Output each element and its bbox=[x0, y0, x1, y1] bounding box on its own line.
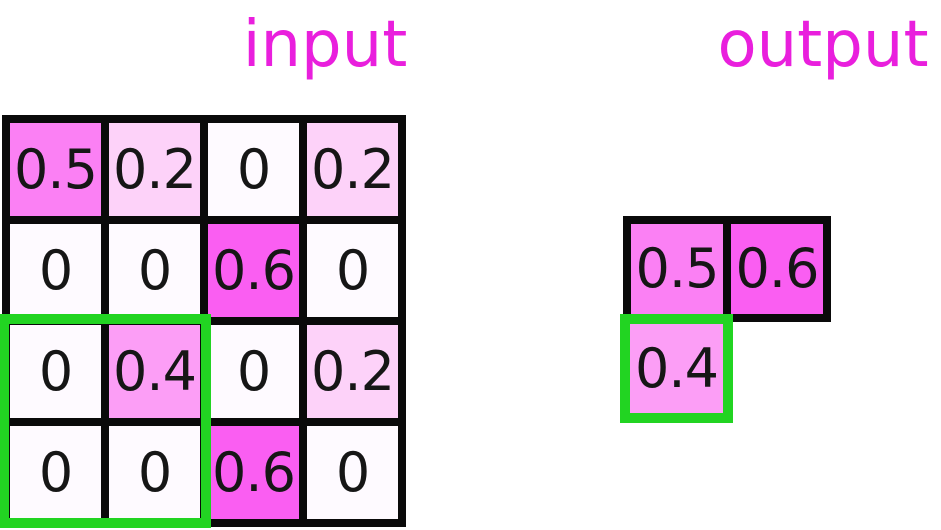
input-grid: 0.5 0.2 0 0.2 0 0 0.6 0 0 0.4 0 0.2 0 0 … bbox=[2, 115, 406, 527]
output-grid: 0.5 0.6 bbox=[623, 216, 831, 322]
input-cell: 0 bbox=[10, 426, 101, 519]
input-cell: 0.6 bbox=[208, 426, 299, 519]
input-cell: 0 bbox=[109, 224, 200, 317]
input-cell: 0.6 bbox=[208, 224, 299, 317]
input-cell: 0.2 bbox=[109, 123, 200, 216]
input-cell: 0 bbox=[208, 325, 299, 418]
input-title: input bbox=[242, 8, 408, 82]
input-cell: 0.2 bbox=[307, 325, 398, 418]
input-cell: 0.4 bbox=[109, 325, 200, 418]
input-cell: 0 bbox=[208, 123, 299, 216]
input-cell: 0 bbox=[307, 426, 398, 519]
input-cell: 0.2 bbox=[307, 123, 398, 216]
output-highlighted-cell: 0.4 bbox=[620, 314, 733, 423]
output-cell: 0.5 bbox=[631, 224, 723, 314]
output-cell: 0.6 bbox=[731, 224, 823, 314]
input-cell: 0 bbox=[10, 224, 101, 317]
input-cell: 0.5 bbox=[10, 123, 101, 216]
pooling-window-highlight bbox=[0, 314, 211, 528]
input-cell: 0 bbox=[10, 325, 101, 418]
input-cell: 0 bbox=[109, 426, 200, 519]
output-title: output bbox=[717, 8, 929, 82]
input-cell: 0 bbox=[307, 224, 398, 317]
